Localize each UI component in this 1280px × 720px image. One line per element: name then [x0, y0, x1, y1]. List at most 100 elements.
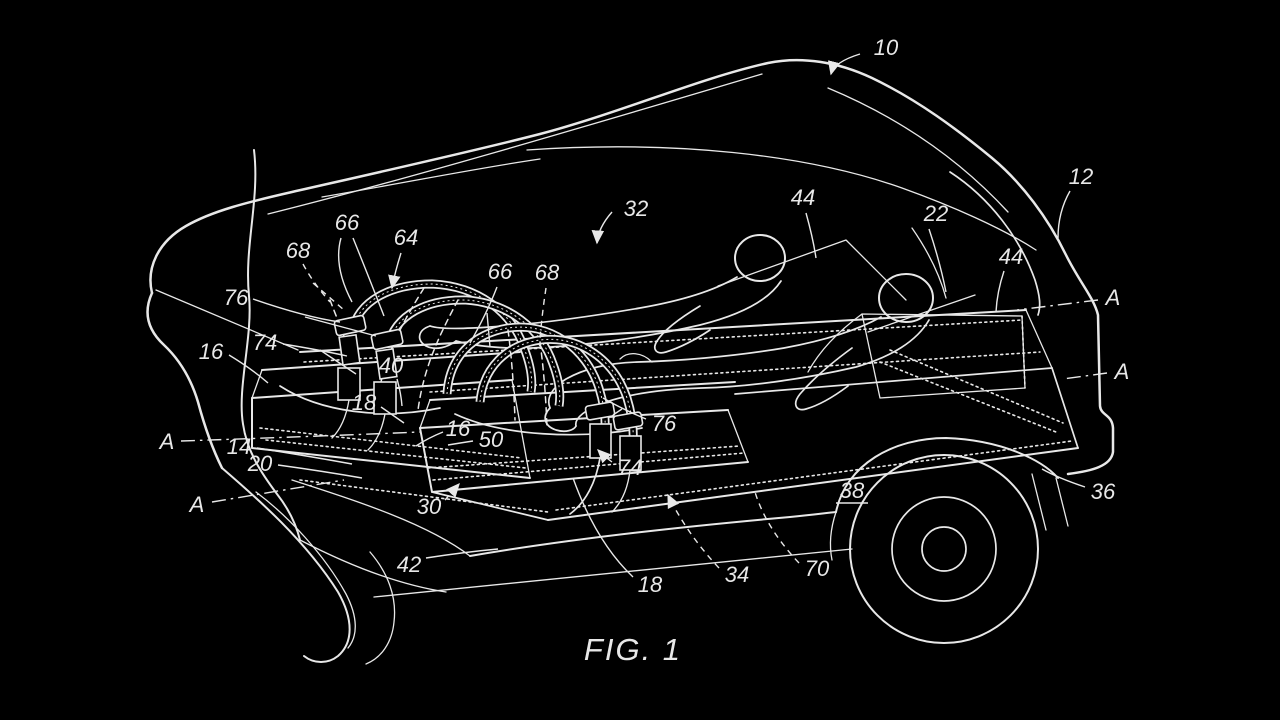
leader-line-68 [302, 263, 331, 303]
leader-line-34 [667, 493, 720, 569]
rear-seatback-panel [717, 239, 1064, 433]
ref-label-18: 18 [352, 390, 377, 415]
ref-label-36: 36 [1091, 479, 1116, 504]
ref-label-22: 22 [923, 201, 948, 226]
rear-deck-stipple-1 [889, 349, 1064, 424]
passenger-near-head [878, 273, 934, 323]
c-pillar-line [911, 227, 947, 299]
leader-line-76-1 [612, 408, 623, 416]
rear-rim-circle [891, 496, 997, 602]
leader-line-76 [602, 397, 647, 420]
ref-label-A: A [1113, 359, 1130, 384]
rear-wheel [829, 437, 1059, 644]
roof-inner-line-rear [827, 87, 1009, 213]
leader-line-32 [591, 211, 613, 245]
bumper-seam-2 [1055, 477, 1069, 527]
ref-label-A: A [188, 492, 205, 517]
figure-title: FIG. 1 [584, 632, 682, 667]
leader-line-40 [396, 378, 403, 407]
leader-line-36 [1041, 468, 1086, 488]
ref-label-40: 40 [379, 353, 404, 378]
ref-label-66: 66 [488, 259, 513, 284]
leader-line-10 [827, 53, 861, 76]
passenger-near-feet [544, 407, 577, 433]
ref-label-76: 76 [224, 285, 249, 310]
bumper-seam-1 [1031, 473, 1047, 531]
ref-label-30: 30 [417, 494, 442, 519]
ref-label-44: 44 [791, 185, 815, 210]
leader-line-74 [282, 343, 348, 357]
leader-line-14 [256, 447, 353, 465]
leader-line-76-1 [304, 316, 377, 337]
leader-line-70 [754, 491, 800, 564]
leader-line-A [1016, 299, 1099, 311]
passenger-near-knee [619, 353, 653, 363]
body-upper-outline [149, 58, 1115, 476]
leader-line-20 [277, 464, 363, 479]
rear-window-line [949, 171, 1041, 316]
a-pillar-line [240, 149, 301, 541]
rocker-feature-line [469, 511, 837, 557]
front-lower-outline [146, 291, 224, 470]
ref-label-74: 74 [618, 455, 642, 480]
ref-label-66: 66 [335, 210, 360, 235]
ref-label-68: 68 [286, 238, 311, 263]
front-wheel-arc [365, 551, 396, 665]
leader-line-A [1062, 372, 1108, 380]
vehicle-body-outline [146, 58, 1115, 598]
ref-label-76: 76 [652, 411, 677, 436]
ref-label-10: 10 [874, 35, 899, 60]
front-floor-curve [299, 539, 447, 593]
front-fender-mid-arc [255, 491, 356, 649]
ref-label-18: 18 [638, 572, 663, 597]
buckle-hardware-left [331, 314, 404, 451]
roof-inner-line [267, 73, 763, 215]
leader-line-42 [425, 548, 499, 559]
ref-label-16: 16 [199, 339, 224, 364]
shoulder-strap-dashed-2 [417, 299, 459, 411]
rear-hub-circle [921, 526, 967, 572]
front-wheel-arch-arcs [221, 467, 396, 665]
leader-line-64 [388, 252, 402, 290]
ref-label-20: 20 [247, 451, 273, 476]
passenger-far-body-bottom [455, 280, 782, 350]
labels-layer: 103212224444AA36387034184230AA1420167674… [158, 35, 1130, 597]
leader-line-12 [1057, 190, 1071, 239]
leader-line-44 [805, 212, 817, 259]
leader-line-18 [572, 477, 634, 578]
ref-label-34: 34 [725, 562, 749, 587]
leader-line-74-1 [319, 349, 357, 375]
buckle-hardware-right [569, 401, 644, 515]
rear-wheel-arch [835, 437, 1059, 513]
leader-line-44 [995, 270, 1005, 313]
hood-crease-line [155, 289, 299, 351]
leader-line-22 [928, 228, 947, 293]
ref-label-14: 14 [227, 434, 251, 459]
beltline-front [321, 158, 541, 198]
leader-line-16 [415, 431, 444, 447]
seatback-slope-line [807, 313, 863, 373]
beltline-rear [526, 146, 1037, 251]
interior-floor-curve [291, 479, 471, 557]
passenger-far-feet [418, 325, 457, 350]
leader-line-66-1 [352, 237, 385, 317]
ref-label-70: 70 [805, 556, 830, 581]
ref-label-64: 64 [394, 225, 418, 250]
passenger-far-body-top [429, 276, 738, 330]
ref-label-A: A [158, 429, 175, 454]
leader-line-76 [252, 298, 341, 323]
leader-line-68 [539, 287, 547, 340]
passenger-far-head [734, 234, 786, 282]
headrest-wedge-near [867, 294, 976, 333]
ref-label-12: 12 [1069, 164, 1093, 189]
seatback-dotted-edge [1021, 315, 1026, 389]
leader-line-50 [447, 440, 474, 446]
ref-label-32: 32 [624, 196, 648, 221]
leader-line-16 [228, 354, 269, 384]
passenger-near-arm [794, 347, 853, 411]
underbody-line [373, 548, 853, 598]
leader-line-66-1 [486, 312, 491, 348]
shoulder-strap-dashed-5 [539, 341, 548, 429]
